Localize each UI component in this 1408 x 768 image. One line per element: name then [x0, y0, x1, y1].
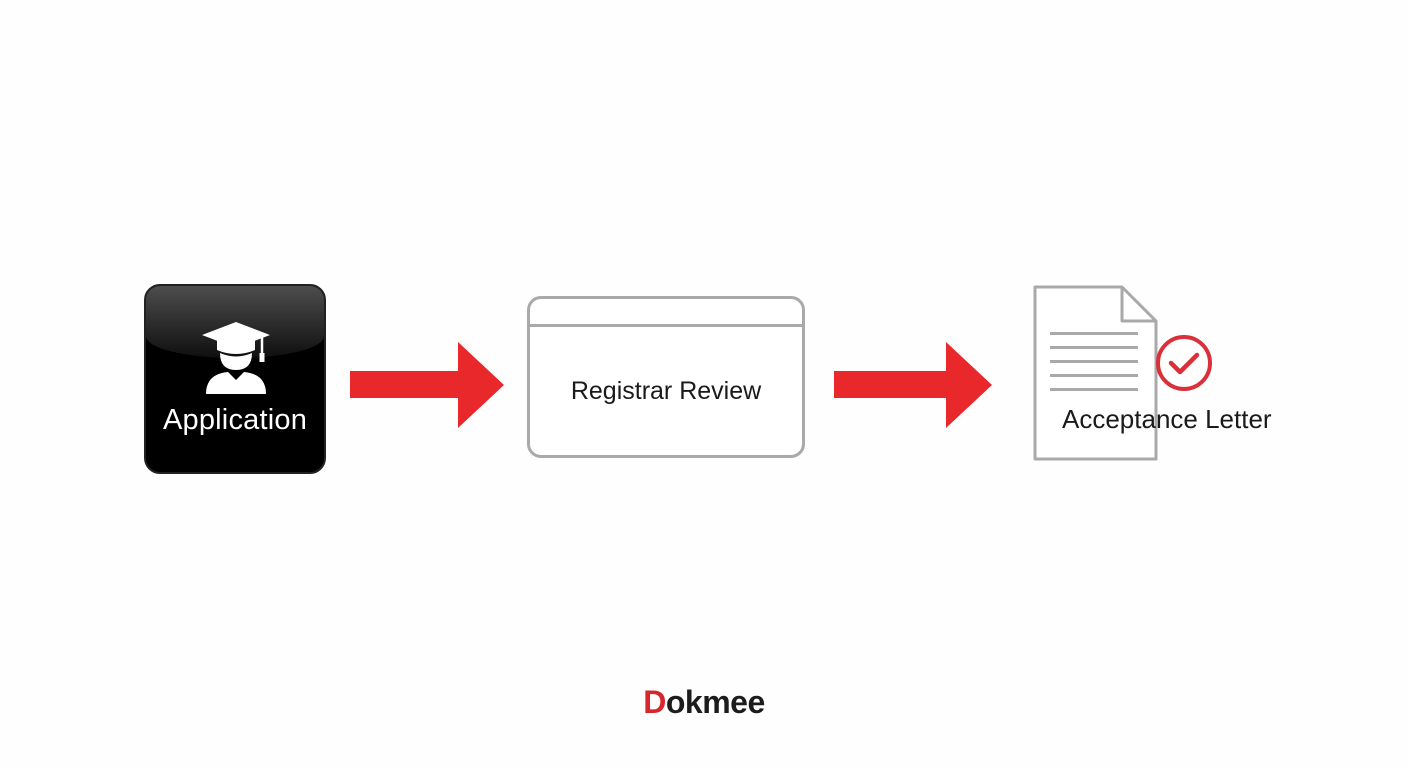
flow-arrow-right-icon	[834, 342, 992, 428]
application-step-tile: Application	[144, 284, 326, 474]
acceptance-letter-step: Acceptance Letter	[1030, 284, 1300, 464]
window-titlebar-divider	[530, 324, 802, 327]
application-label: Application	[162, 404, 308, 436]
student-graduation-cap-icon	[202, 322, 270, 394]
logo-accent-letter: D	[643, 684, 666, 720]
dokmee-logo: Dokmee	[0, 684, 1408, 721]
registrar-review-window: Registrar Review	[527, 296, 805, 458]
logo-wordmark: okmee	[665, 684, 765, 720]
registrar-review-label: Registrar Review	[570, 377, 762, 405]
document-icon	[1033, 285, 1158, 461]
check-badge-icon	[1156, 335, 1212, 391]
acceptance-letter-label: Acceptance Letter	[1062, 404, 1272, 434]
flow-arrow-right-icon	[350, 342, 504, 428]
